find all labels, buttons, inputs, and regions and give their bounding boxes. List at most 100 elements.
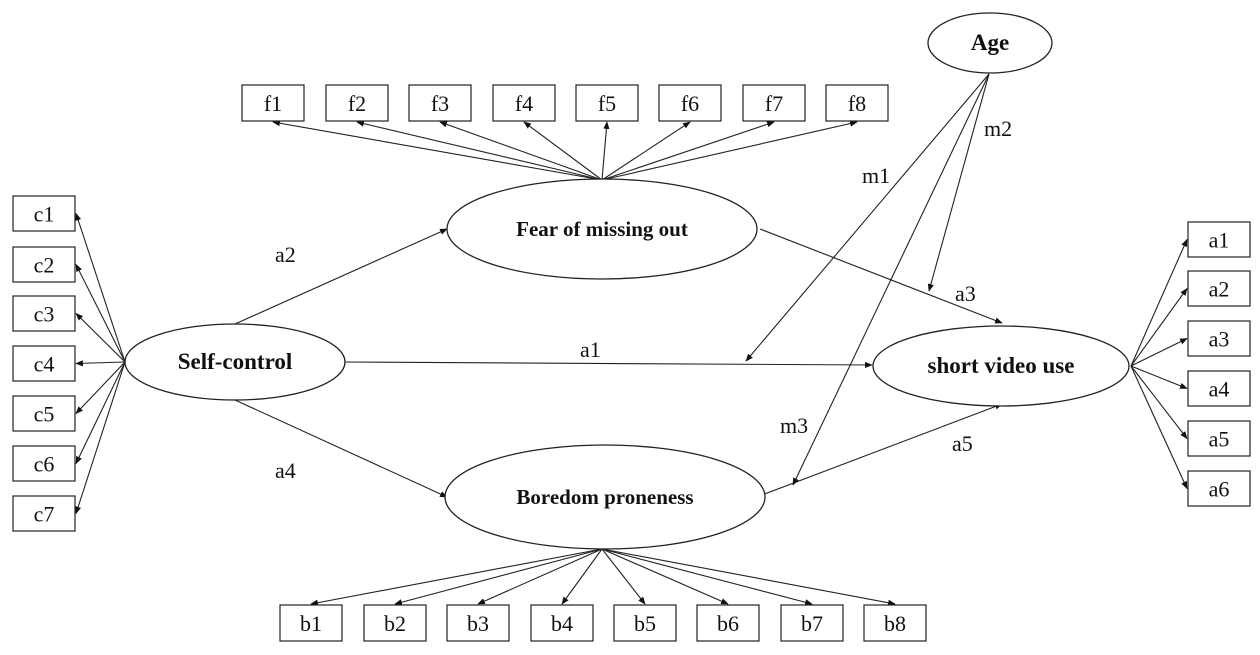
self-control-loading-c6 (75, 361, 126, 465)
fomo-loading-f2 (356, 120, 603, 181)
indicator-a2-box (1187, 270, 1251, 307)
fomo-loading-f1 (272, 120, 603, 181)
boredom-loading-b3 (477, 548, 603, 605)
indicator-c3: c3 (12, 295, 76, 332)
edges-layer (75, 73, 1188, 606)
indicator-b6: b6 (696, 604, 760, 642)
indicator-c6-label: c6 (34, 452, 55, 477)
indicator-f1-box (241, 84, 305, 122)
indicator-a5-box (1187, 420, 1251, 457)
latent-fear-of-missing-out-label: Fear of missing out (516, 217, 688, 241)
indicator-c2-box (12, 246, 76, 283)
indicator-f7-label: f7 (765, 91, 783, 116)
indicator-f5: f5 (575, 84, 639, 122)
indicator-a4-box (1187, 370, 1251, 407)
indicator-f8-box (825, 84, 889, 122)
fomo-loading-f5 (601, 121, 610, 181)
indicator-f5-box (575, 84, 639, 122)
indicator-f8-label: f8 (848, 91, 866, 116)
latent-short-video-use: short video use (872, 325, 1130, 407)
fomo-loading-f3 (439, 121, 603, 181)
indicator-f6-label: f6 (681, 91, 699, 116)
indicator-f3-label: f3 (431, 91, 449, 116)
indicator-c4-label: c4 (34, 352, 55, 377)
indicator-b6-box (696, 604, 760, 642)
path-a5 (761, 403, 1003, 496)
moderation-m2 (927, 73, 990, 292)
indicator-b8-label: b8 (884, 611, 906, 636)
indicator-b8: b8 (863, 604, 927, 642)
boredom-loading-b2 (394, 548, 603, 606)
latent-self-control-shape (124, 323, 346, 401)
latent-age: Age (927, 12, 1053, 74)
indicator-f5-label: f5 (598, 91, 616, 116)
indicator-b1-label: b1 (300, 611, 322, 636)
indicator-c4-box (12, 345, 76, 382)
indicator-f4-box (492, 84, 556, 122)
indicator-b6-label: b6 (717, 611, 739, 636)
indicator-a4-label: a4 (1209, 377, 1230, 402)
indicator-a6: a6 (1187, 470, 1251, 507)
indicator-b4: b4 (530, 604, 594, 642)
indicator-f3: f3 (408, 84, 472, 122)
path-a3 (759, 228, 1003, 324)
svu-loading-a2 (1130, 287, 1188, 367)
path-label-a2: a2 (275, 242, 296, 267)
path-label-a3: a3 (955, 281, 976, 306)
indicator-f1-label: f1 (264, 91, 282, 116)
self-control-loading-c3 (75, 312, 126, 363)
indicator-f7-box (742, 84, 806, 122)
indicator-f6: f6 (658, 84, 722, 122)
indicator-b2-label: b2 (384, 611, 406, 636)
indicator-a5: a5 (1187, 420, 1251, 457)
fomo-loading-f4 (523, 121, 603, 181)
indicator-b8-box (863, 604, 927, 642)
moderation-m3 (792, 73, 990, 486)
indicator-b4-label: b4 (551, 611, 573, 636)
path-label-m2: m2 (984, 116, 1012, 141)
indicator-c7: c7 (12, 495, 76, 532)
indicator-c3-box (12, 295, 76, 332)
svu-loading-a5 (1130, 365, 1188, 440)
path-a2 (234, 228, 448, 325)
latent-age-shape (927, 12, 1053, 74)
boredom-loading-b8 (601, 548, 896, 606)
indicator-a1-box (1187, 221, 1251, 258)
self-control-loading-c7 (75, 361, 126, 515)
indicator-f2: f2 (325, 84, 389, 122)
indicator-f2-label: f2 (348, 91, 366, 116)
indicator-b2-box (363, 604, 427, 642)
boredom-loading-b1 (310, 548, 603, 606)
svu-loading-a4 (1130, 365, 1188, 390)
path-a4 (234, 399, 448, 498)
indicator-b7-label: b7 (801, 611, 823, 636)
indicator-a6-box (1187, 470, 1251, 507)
indicator-b2: b2 (363, 604, 427, 642)
indicator-f3-box (408, 84, 472, 122)
indicator-b7: b7 (780, 604, 844, 642)
latent-age-label: Age (971, 30, 1009, 55)
indicator-c1-label: c1 (34, 202, 55, 227)
indicator-b1-box (279, 604, 343, 642)
indicator-b7-box (780, 604, 844, 642)
indicator-b5: b5 (613, 604, 677, 642)
latent-boredom-proneness-label: Boredom proneness (516, 485, 693, 509)
indicator-a3-box (1187, 320, 1251, 357)
indicator-a2: a2 (1187, 270, 1251, 307)
indicator-f1: f1 (241, 84, 305, 122)
indicator-c5-box (12, 395, 76, 432)
indicator-c5: c5 (12, 395, 76, 432)
indicator-b3-label: b3 (467, 611, 489, 636)
indicator-f4: f4 (492, 84, 556, 122)
indicator-a4: a4 (1187, 370, 1251, 407)
svu-loading-a1 (1130, 238, 1188, 367)
self-control-loading-c1 (75, 212, 126, 363)
path-label-a1: a1 (580, 337, 601, 362)
indicator-a5-label: a5 (1209, 427, 1230, 452)
path-label-m1: m1 (862, 163, 890, 188)
boredom-loading-b4 (561, 548, 603, 605)
indicator-c7-box (12, 495, 76, 532)
latent-boredom-proneness-shape (444, 444, 766, 550)
indicator-a3: a3 (1187, 320, 1251, 357)
